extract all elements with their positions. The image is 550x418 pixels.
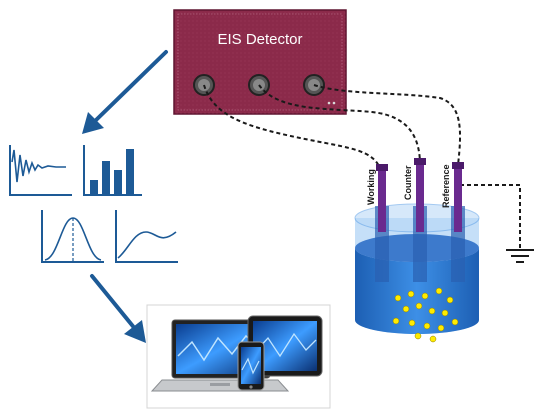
wire-working xyxy=(203,84,381,169)
eis-detector: EIS Detector xyxy=(173,9,347,115)
wire-ground xyxy=(460,184,521,248)
electrode-counter xyxy=(414,158,426,232)
electrode-label-working: Working xyxy=(366,169,376,205)
bell-curve-icon xyxy=(41,210,104,263)
oscillation-plot-icon xyxy=(9,145,72,196)
electrode-label-reference: Reference xyxy=(441,164,451,208)
wire-reference xyxy=(313,84,462,166)
electrode-working xyxy=(376,164,388,232)
ground-icon xyxy=(506,249,534,263)
indicator-dot xyxy=(332,101,336,105)
rising-curve-icon xyxy=(115,210,178,263)
arrow-analysis-to-devices xyxy=(90,274,146,343)
smartphone-icon xyxy=(237,341,265,391)
ground-connection xyxy=(460,184,534,263)
devices-panel xyxy=(146,304,331,409)
analyte-particles xyxy=(392,287,459,343)
detector-title: EIS Detector xyxy=(217,31,302,48)
wire-counter xyxy=(258,84,421,163)
electrode-label-counter: Counter xyxy=(403,165,413,200)
detector-inner-border xyxy=(177,13,343,111)
electrode-reference xyxy=(452,162,464,232)
indicator-dot xyxy=(327,101,331,105)
electrochemical-cell: Working Counter Reference xyxy=(354,158,480,343)
arrow-detector-to-analysis xyxy=(82,50,168,134)
detector-texture xyxy=(174,10,346,114)
bar-chart-icon xyxy=(83,145,142,196)
